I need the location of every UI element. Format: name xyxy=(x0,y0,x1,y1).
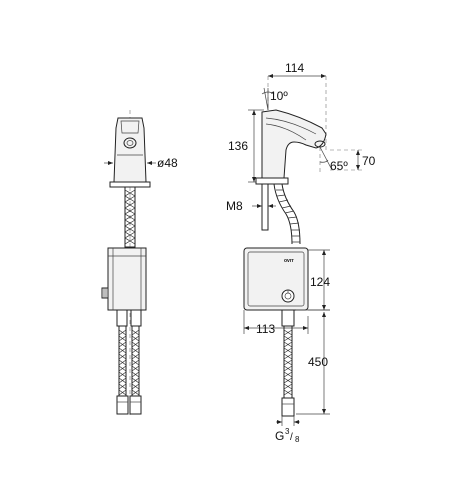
width-top-label: 114 xyxy=(285,61,304,75)
front-upper-hose xyxy=(124,186,136,248)
side-faucet-body xyxy=(255,109,327,185)
front-box-knob xyxy=(101,287,109,299)
side-view: 114 10º 136 xyxy=(226,61,376,444)
thread-dimension: M8 xyxy=(226,183,276,231)
spout-reach-dimension: 70 xyxy=(330,149,376,171)
front-view: ø48 xyxy=(101,110,178,415)
box-width-dimension: 113 xyxy=(243,310,309,336)
thread-label: M8 xyxy=(226,199,243,213)
front-faucet-body xyxy=(109,117,151,188)
spout-angle-dimension: 65º xyxy=(319,146,348,173)
diameter-label: ø48 xyxy=(157,156,178,170)
angle-top-dimension: 10º xyxy=(261,87,288,111)
svg-text:/: / xyxy=(290,432,293,443)
box-logo: ovrr xyxy=(284,258,294,264)
box-width-label: 113 xyxy=(256,322,275,336)
hose-length-label: 450 xyxy=(308,355,328,369)
spout-reach-label: 70 xyxy=(362,154,376,168)
box-height-dimension: 124 xyxy=(308,249,330,311)
front-control-box xyxy=(101,247,147,311)
box-height-label: 124 xyxy=(310,275,330,289)
connection-fraction-num: 3 xyxy=(285,427,290,436)
front-lower-hoses xyxy=(116,309,142,415)
angle-top-label: 10º xyxy=(270,89,288,103)
side-lower-hose xyxy=(281,309,295,417)
diameter-dimension: ø48 xyxy=(104,156,178,170)
height-spout-label: 136 xyxy=(228,139,248,153)
connection-fraction-den: 8 xyxy=(295,435,300,444)
hose-length-dimension: 450 xyxy=(296,309,330,415)
connection-dimension: G 3 / 8 xyxy=(275,416,300,444)
spout-angle-label: 65º xyxy=(330,159,348,173)
side-curved-hose xyxy=(273,183,301,245)
height-spout-dimension: 136 xyxy=(228,109,264,183)
connection-prefix: G xyxy=(275,429,284,443)
side-control-box: ovrr xyxy=(243,247,309,311)
